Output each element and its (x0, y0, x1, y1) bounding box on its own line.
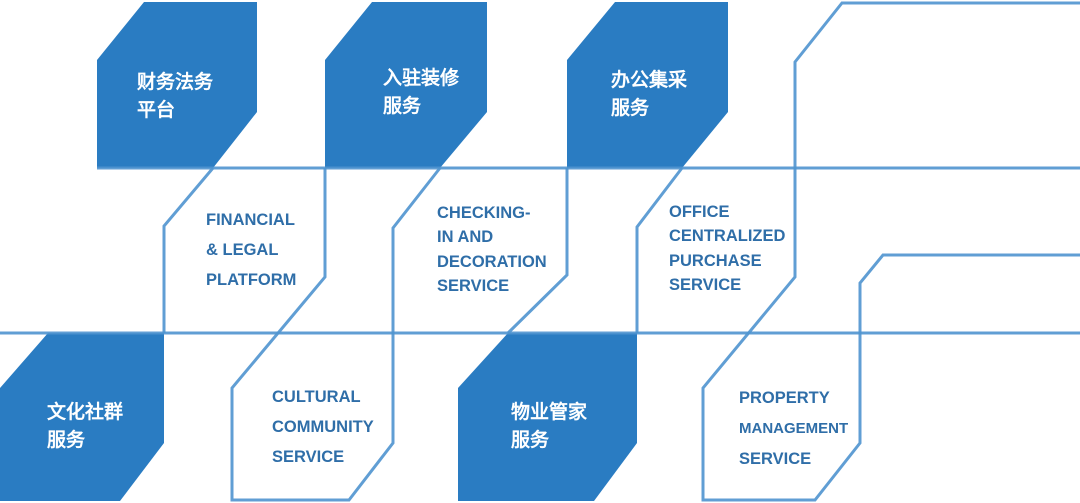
label-en-cultural-3: SERVICE (272, 448, 344, 466)
label-cn-financial-2: 平台 (137, 98, 175, 121)
outline-checkin (230, 167, 442, 502)
label-cn-checkin-1: 入驻装修 (383, 66, 460, 89)
box-office-purchase (567, 2, 728, 168)
label-en-property-1: PROPERTY (739, 389, 830, 407)
label-en-property-3: SERVICE (739, 450, 811, 468)
label-en-financial-3: PLATFORM (206, 271, 296, 289)
label-cn-office-2: 服务 (611, 96, 650, 119)
label-cn-property-1: 物业管家 (511, 400, 588, 423)
label-en-office-3: PURCHASE (669, 252, 762, 270)
label-cn-office-1: 办公集采 (611, 68, 687, 91)
outline-property (701, 1, 1080, 502)
box-cultural-community (0, 333, 164, 501)
outline-financial (162, 167, 215, 333)
label-en-office-1: OFFICE (669, 203, 730, 221)
label-en-office-2: CENTRALIZED (669, 227, 785, 245)
label-en-financial-1: FINANCIAL (206, 211, 295, 229)
label-en-checkin-1: CHECKING- (437, 204, 531, 222)
label-cn-checkin-2: 服务 (383, 94, 422, 117)
label-en-checkin-3: DECORATION (437, 253, 547, 271)
label-cn-cultural-2: 服务 (47, 428, 86, 451)
box-property-management (458, 333, 637, 501)
label-cn-financial-1: 财务法务 (137, 70, 214, 93)
label-en-cultural-1: CULTURAL (272, 388, 361, 406)
box-checkin-decoration (325, 2, 487, 168)
label-en-cultural-2: COMMUNITY (272, 418, 374, 436)
label-en-checkin-4: SERVICE (437, 277, 509, 295)
box-financial-legal (97, 2, 257, 168)
label-en-office-4: SERVICE (669, 276, 741, 294)
label-en-financial-2: & LEGAL (206, 241, 278, 259)
outline-office (635, 167, 684, 333)
label-cn-property-2: 服务 (511, 428, 550, 451)
outline-office-left (506, 168, 569, 335)
label-cn-cultural-1: 文化社群 (47, 400, 123, 423)
label-en-checkin-2: IN AND (437, 228, 493, 246)
label-en-property-2: MANAGEMENT (739, 420, 848, 437)
